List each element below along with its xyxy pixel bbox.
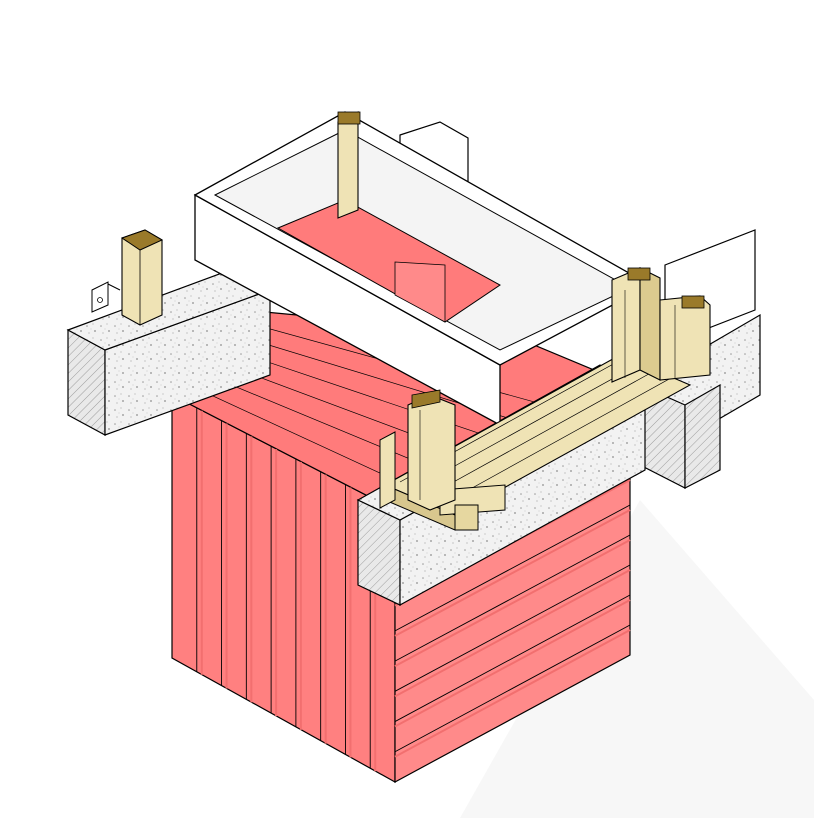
insulation-groove-shade bbox=[394, 569, 631, 698]
metal-bracket bbox=[91, 281, 121, 313]
insulation-groove bbox=[394, 594, 631, 722]
timber-sill-beam bbox=[383, 351, 692, 531]
concrete-beam-left bbox=[66, 269, 272, 437]
formwork-box bbox=[193, 111, 652, 427]
insulation-groove-shade bbox=[394, 539, 631, 667]
concrete-beam-right bbox=[639, 313, 761, 489]
background-shade bbox=[460, 500, 814, 818]
insulation-groove bbox=[394, 624, 631, 753]
timber-frame-corner bbox=[611, 267, 711, 383]
timber-post-front bbox=[379, 389, 456, 511]
insulation-groove-shade bbox=[394, 629, 631, 758]
timber-post-left bbox=[120, 229, 164, 326]
insulation-groove bbox=[394, 504, 631, 632]
insulation-groove-shade bbox=[394, 599, 631, 728]
insulation-groove-shade bbox=[394, 509, 631, 637]
insulation-grooves-left bbox=[196, 407, 377, 772]
insulation-groove bbox=[394, 534, 631, 662]
timber-post-center bbox=[337, 111, 361, 219]
insulation-groove bbox=[394, 564, 631, 692]
insulation-rib bbox=[225, 347, 516, 447]
